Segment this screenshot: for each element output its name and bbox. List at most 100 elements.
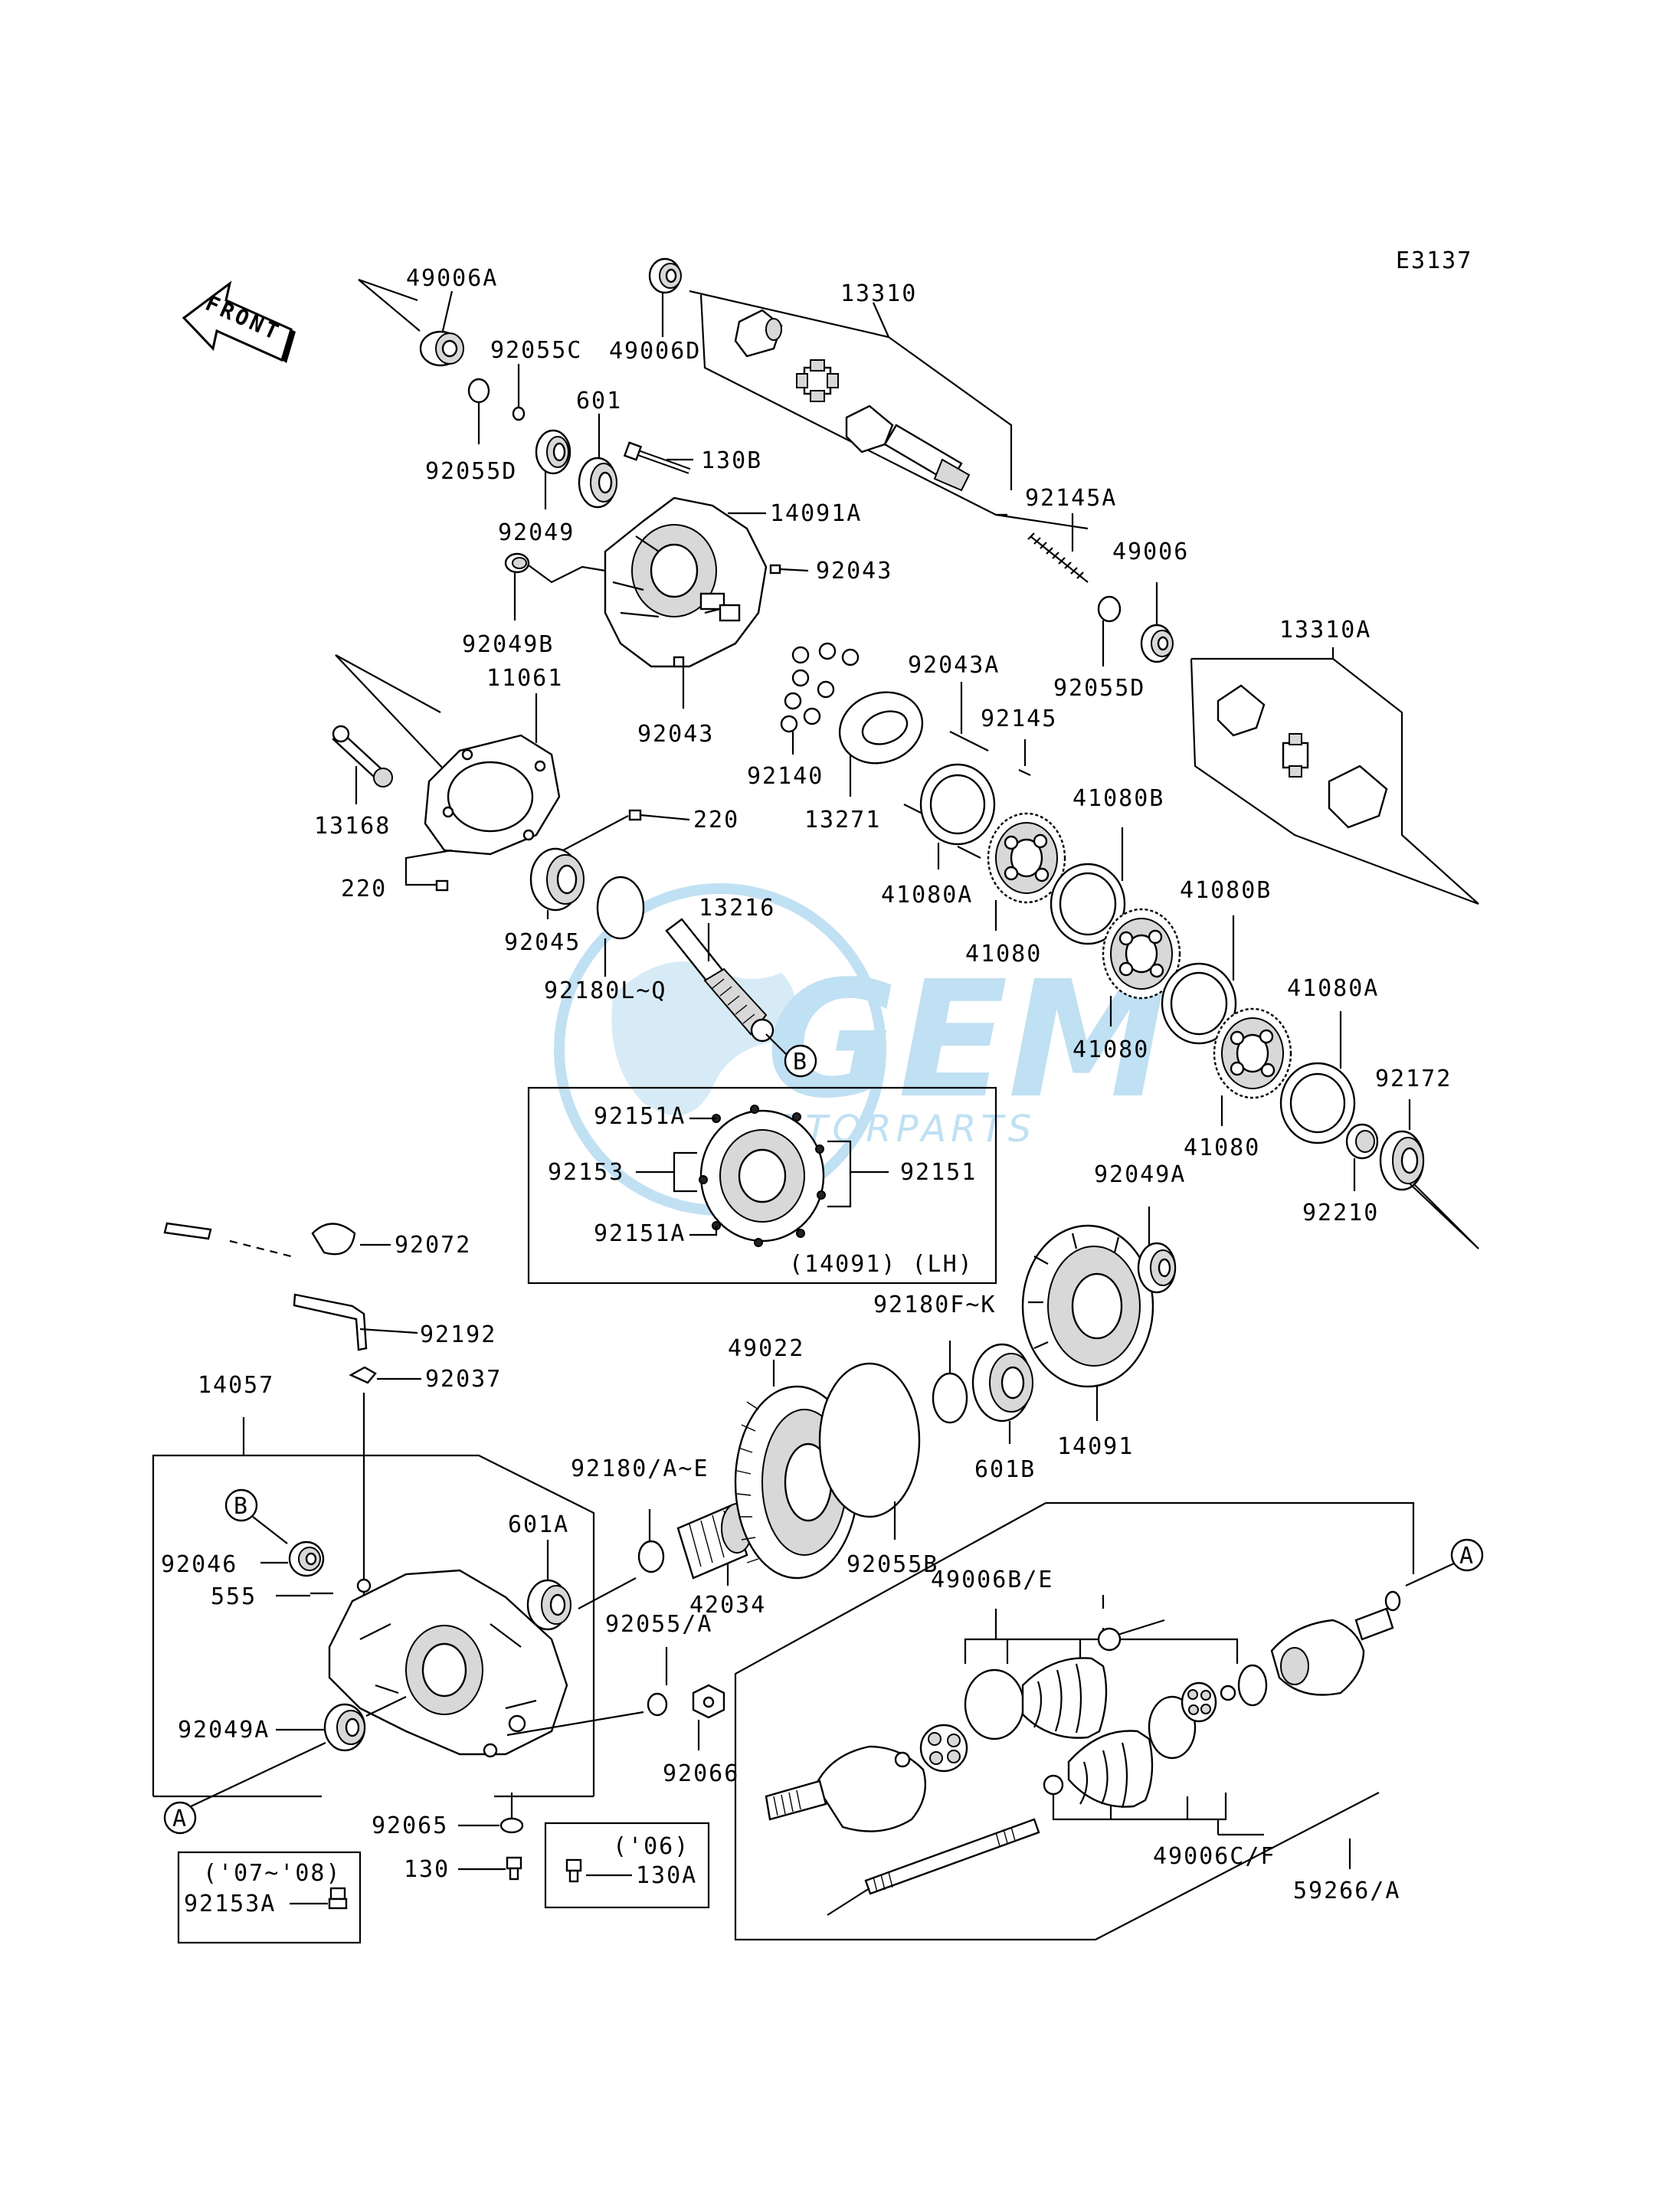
plate-41080A-b <box>1279 1062 1356 1144</box>
label-92145: 92145 <box>981 706 1057 732</box>
bearing-601 <box>578 457 617 509</box>
bottom-misc: 92055/A 92066 92065 130 ('06) 130A ('07~… <box>177 1611 739 1944</box>
label-92049: 92049 <box>498 519 575 546</box>
oring-92055C <box>512 406 526 421</box>
label-13271: 13271 <box>804 807 881 833</box>
friction-41080-a <box>987 812 1066 904</box>
screw-220-right <box>628 809 642 821</box>
label-92043A: 92043A <box>908 652 1000 679</box>
label-41080A-a: 41080A <box>881 882 973 909</box>
label-92049A-upper: 92049A <box>1094 1161 1186 1188</box>
bearing-92045 <box>529 847 585 912</box>
label-92055D-right: 92055D <box>1053 675 1145 702</box>
label-13168: 13168 <box>314 813 391 840</box>
cover-group: 11061 13168 220 220 92045 92180L~Q <box>314 654 738 1004</box>
seal-92210 <box>1345 1123 1379 1160</box>
propeller-shaft-13310: 49006D 13310 92145A 920 <box>609 257 1189 702</box>
label-41080-b: 41080 <box>1073 1036 1149 1063</box>
yoke-front <box>734 309 783 358</box>
label-59266A: 59266/A <box>1293 1878 1400 1904</box>
dowel-92043-lower <box>673 656 685 668</box>
label-92172: 92172 <box>1375 1066 1452 1092</box>
friction-41080-b <box>1102 908 1181 1000</box>
cv-joint-inner <box>1270 1607 1394 1696</box>
callout-A-right <box>1450 1538 1484 1572</box>
label-130B: 130B <box>701 447 762 474</box>
label-92072: 92072 <box>395 1232 471 1259</box>
shim-92180LQ <box>596 876 645 940</box>
front-arrow: FRONT <box>182 280 296 363</box>
label-49006: 49006 <box>1112 539 1189 565</box>
band-outer-small <box>1097 1627 1122 1652</box>
housing-14091-detail <box>699 1105 826 1247</box>
label-92037: 92037 <box>425 1366 502 1393</box>
circlip-inner <box>1237 1664 1268 1707</box>
pinion-13216: 13216 B <box>665 895 817 1078</box>
label-601A: 601A <box>508 1511 569 1538</box>
callout-A-left-label: A <box>172 1806 188 1832</box>
housing-14091A <box>604 496 768 668</box>
bearing-601B <box>971 1343 1033 1423</box>
oring-92055D <box>467 378 490 404</box>
label-14091A: 14091A <box>770 500 862 527</box>
label-49006D: 49006D <box>609 338 701 365</box>
callout-B-upper-label: B <box>793 1049 808 1076</box>
shaft-13168 <box>332 725 393 787</box>
label-92192: 92192 <box>420 1321 496 1348</box>
label-92066: 92066 <box>663 1760 739 1787</box>
bearing-49006D <box>648 257 682 294</box>
bearing-601A <box>526 1579 571 1631</box>
label-92151A-top: 92151A <box>594 1103 686 1130</box>
plate-41080B-a <box>1050 863 1126 945</box>
bolt-92153A <box>328 1887 348 1910</box>
diagram-code: E3137 <box>1396 247 1472 274</box>
lh-box-label: (14091) (LH) <box>789 1251 974 1278</box>
bolt-130 <box>506 1856 522 1881</box>
label-92055D: 92055D <box>425 458 517 485</box>
label-14057: 14057 <box>198 1372 274 1399</box>
label-92045: 92045 <box>504 929 581 956</box>
cage-outer <box>919 1724 968 1773</box>
callout-A-left <box>163 1801 197 1835</box>
label-92140: 92140 <box>747 763 824 790</box>
seal-92046 <box>288 1541 325 1577</box>
housing-14091 <box>1021 1224 1154 1388</box>
label-41080A-b: 41080A <box>1287 975 1379 1002</box>
label-601: 601 <box>576 388 622 414</box>
propeller-shaft-13310A: 13310A <box>1190 617 1479 905</box>
label-92153: 92153 <box>548 1159 624 1186</box>
label-49006CF: 49006C/F <box>1153 1843 1276 1870</box>
seal-92049 <box>535 429 571 475</box>
bearing-49006 <box>1140 624 1174 663</box>
yoke-shaft <box>845 404 971 492</box>
label-92151A-bottom: 92151A <box>594 1220 686 1247</box>
balls-92140 <box>780 642 860 733</box>
label-92046: 92046 <box>161 1551 237 1578</box>
label-92043-upper: 92043 <box>816 558 892 584</box>
label-92153A: 92153A <box>184 1891 276 1917</box>
label-13216: 13216 <box>699 895 775 922</box>
label-49006BE: 49006B/E <box>931 1567 1054 1593</box>
label-130: 130 <box>404 1856 450 1883</box>
spider-joint <box>796 359 839 402</box>
dowel-92043-upper <box>769 564 781 575</box>
label-41080B-a: 41080B <box>1073 785 1164 812</box>
label-92055B: 92055B <box>847 1551 938 1578</box>
label-42034: 42034 <box>689 1592 766 1619</box>
callout-B-lower <box>224 1488 258 1522</box>
label-13310A: 13310A <box>1279 617 1371 643</box>
label-49022: 49022 <box>728 1335 804 1362</box>
clutch-pack: 92140 13271 92043A 92145 41080A 41080 <box>747 642 1479 1249</box>
cage-inner <box>1181 1681 1217 1723</box>
cam-13271 <box>838 691 924 765</box>
label-130A: 130A <box>636 1862 697 1889</box>
label-555: 555 <box>211 1583 257 1610</box>
cover-11061 <box>424 734 561 856</box>
plate-41080A-a <box>919 763 996 846</box>
label-92043-lower: 92043 <box>637 721 714 748</box>
clip-outer <box>894 1751 911 1768</box>
label-41080-c: 41080 <box>1184 1135 1260 1161</box>
shim-92180AE <box>637 1540 665 1573</box>
lh-housing-box: 92151A 92153 92151 92151A (14091) (LH) <box>527 1086 997 1285</box>
label-41080B-b: 41080B <box>1180 877 1272 904</box>
